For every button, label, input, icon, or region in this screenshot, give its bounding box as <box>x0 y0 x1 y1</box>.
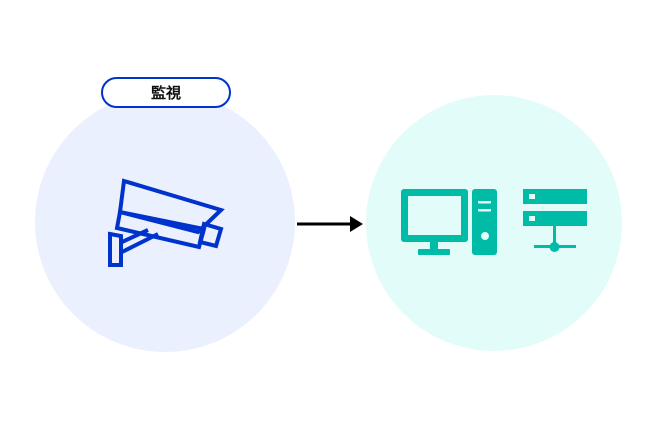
arrow-right-icon <box>297 216 363 232</box>
monitoring-label: 監視 <box>101 77 231 108</box>
server-network-icon <box>523 189 587 252</box>
desktop-computer-icon <box>401 189 497 255</box>
security-camera-icon <box>108 178 225 267</box>
